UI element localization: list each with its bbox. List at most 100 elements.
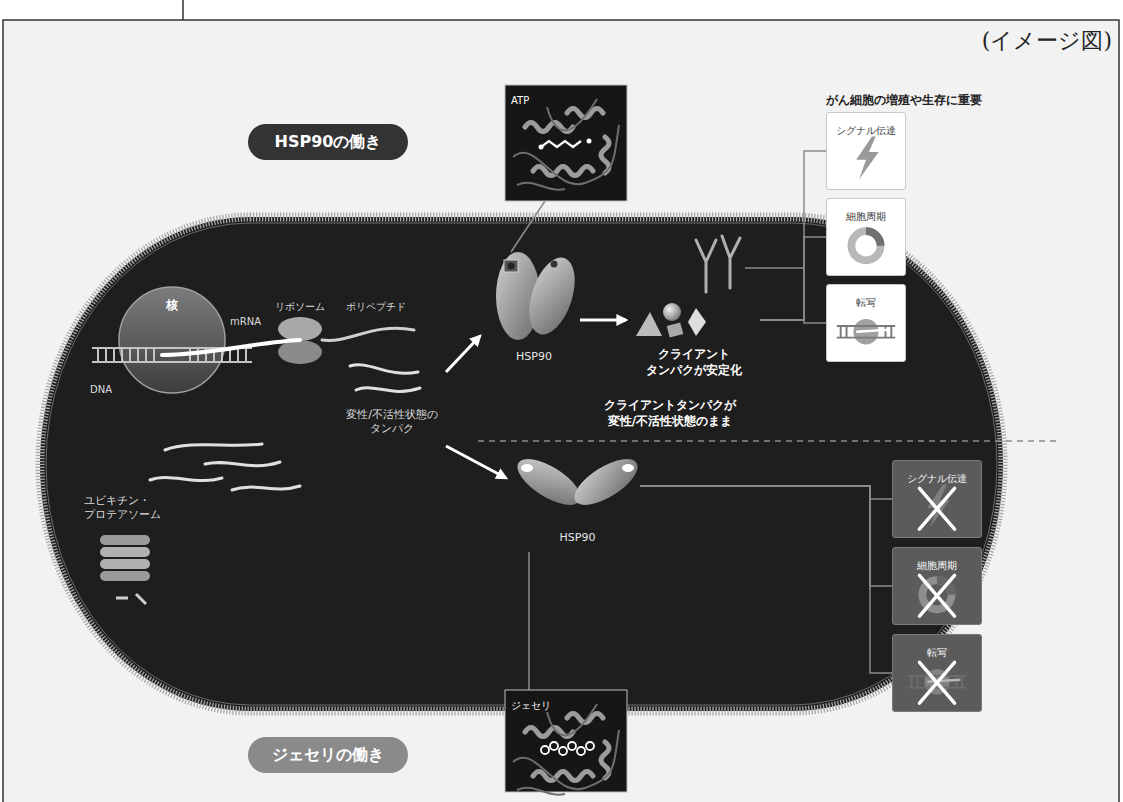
- node-text: ジェセリの働き: [272, 737, 384, 773]
- process-arrow: [446, 336, 480, 372]
- blocked-box-art: [908, 687, 966, 689]
- leader-line: [760, 237, 826, 320]
- leader-line: [760, 151, 826, 320]
- client-proteins-art: [628, 300, 760, 392]
- leader-line: [640, 486, 892, 586]
- atp-inset-art: [525, 109, 609, 176]
- function-box-art: [856, 136, 878, 179]
- leader-line: [511, 201, 545, 252]
- blocked-box-art: [917, 676, 919, 688]
- proteasome: [100, 547, 150, 557]
- function-box-art: [885, 326, 887, 338]
- polypeptide-chain: [322, 328, 414, 340]
- divider-line: [478, 440, 1058, 442]
- part-label: mRNA: [230, 316, 274, 327]
- hsp90-clamp-art: [551, 261, 558, 268]
- function-box-art: [856, 330, 889, 332]
- process-arrow: [446, 336, 506, 478]
- membrane-receptor: [722, 236, 740, 288]
- nucleus-circle-art: [121, 348, 123, 362]
- nucleus-circle-art: [119, 287, 225, 393]
- proteasome: [100, 571, 150, 581]
- node-text: 核: [166, 298, 178, 312]
- function-box: 転写: [826, 284, 906, 362]
- function-box-art: [837, 325, 895, 327]
- cell-body: [40, 217, 1003, 711]
- node-text: 転写: [856, 297, 876, 309]
- blocked-box-art: [961, 676, 963, 688]
- node-text: 細胞周期: [846, 211, 886, 223]
- denatured-protein: [350, 365, 418, 373]
- drug-inset-art: [550, 742, 558, 750]
- denatured-protein: [150, 477, 222, 480]
- node-text: HSP90: [560, 531, 596, 544]
- drug-inset-art: [577, 747, 585, 755]
- hsp90-open: HSP90: [515, 448, 640, 552]
- blocked-box-art: [927, 680, 960, 682]
- proteasome: [116, 597, 128, 600]
- blocked-box-art: [893, 548, 981, 624]
- function-box: シグナル伝達: [826, 112, 906, 190]
- leader-line: [528, 552, 530, 690]
- part-label: mRNA: [230, 316, 274, 327]
- proteasome: [100, 535, 150, 604]
- proteasome: [100, 559, 150, 569]
- drug-inset-art: [541, 742, 594, 755]
- function-box: 細胞周期: [826, 198, 906, 276]
- part-label: 変性/不活性状態の タンパク: [330, 408, 454, 436]
- image-note: (イメージ図): [952, 26, 1112, 56]
- node-text: 細胞周期: [917, 560, 957, 572]
- client-proteins-art: [663, 303, 681, 321]
- atp-inset-art: [601, 137, 609, 173]
- denatured-protein: [205, 462, 280, 466]
- client-proteins: クライアント タンパクが安定化: [628, 300, 760, 392]
- node-text: クライアント タンパクが安定化: [628, 346, 760, 378]
- membrane-receptor: [696, 236, 740, 292]
- cell-body: [40, 217, 1003, 711]
- drug-inset-art: [513, 730, 619, 789]
- drug-inset-art: [559, 747, 567, 755]
- part-label: 変性/不活性状態の タンパク: [330, 408, 454, 436]
- title-pill: HSP90の働き: [248, 124, 408, 160]
- function-box-art: [827, 285, 905, 361]
- atp-inset-art: [513, 125, 619, 184]
- blocked-box-art: [919, 662, 954, 703]
- drug-inset-art: [547, 704, 597, 735]
- drug-inset-art: [513, 704, 619, 795]
- node-text: シグナル伝達: [907, 473, 967, 485]
- atp-inset-art: [587, 139, 592, 144]
- part-label: リボソーム: [266, 300, 334, 314]
- node-text: HSP90: [516, 350, 552, 363]
- function-box-art: [827, 113, 905, 189]
- blocked-box-art: [908, 675, 966, 677]
- ribosome: [278, 340, 322, 364]
- node-text: HSP90の働き: [275, 124, 382, 160]
- function-box-art: [890, 326, 892, 338]
- client-proteins-art: [667, 322, 684, 337]
- node-text: ATP: [511, 95, 529, 107]
- nucleus-circle-art: [145, 348, 147, 362]
- nucleus-circle: 核: [118, 286, 226, 394]
- nucleus-circle-art: [245, 348, 247, 362]
- blocked-box-art: [919, 488, 954, 529]
- hsp90-clamp-art: [508, 263, 515, 270]
- atp-inset-art: [505, 85, 627, 201]
- nucleus-circle-art: [137, 348, 139, 362]
- part-label: ユビキチン・ プロテアソーム: [84, 494, 188, 522]
- blocked-box-art: [893, 461, 981, 537]
- blocked-box-art: [911, 676, 913, 688]
- blocked-box-art: [893, 635, 981, 711]
- nucleus-circle-art: [153, 348, 155, 362]
- state-note: クライアントタンパクが 変性/不活性状態のまま: [588, 397, 752, 429]
- cell-body: [46, 223, 997, 705]
- frame: [3, 20, 1119, 802]
- denatured-protein: [356, 388, 420, 392]
- group-heading: がん細胞の増殖や生存に重要: [826, 92, 1046, 109]
- frame: [3, 0, 1119, 802]
- part-label: ユビキチン・ プロテアソーム: [84, 494, 188, 522]
- atp-inset-art: [513, 99, 619, 190]
- nucleus-circle-art: [97, 348, 99, 362]
- part-label: DNA: [90, 384, 130, 395]
- hsp90-clamp: HSP90: [488, 252, 580, 364]
